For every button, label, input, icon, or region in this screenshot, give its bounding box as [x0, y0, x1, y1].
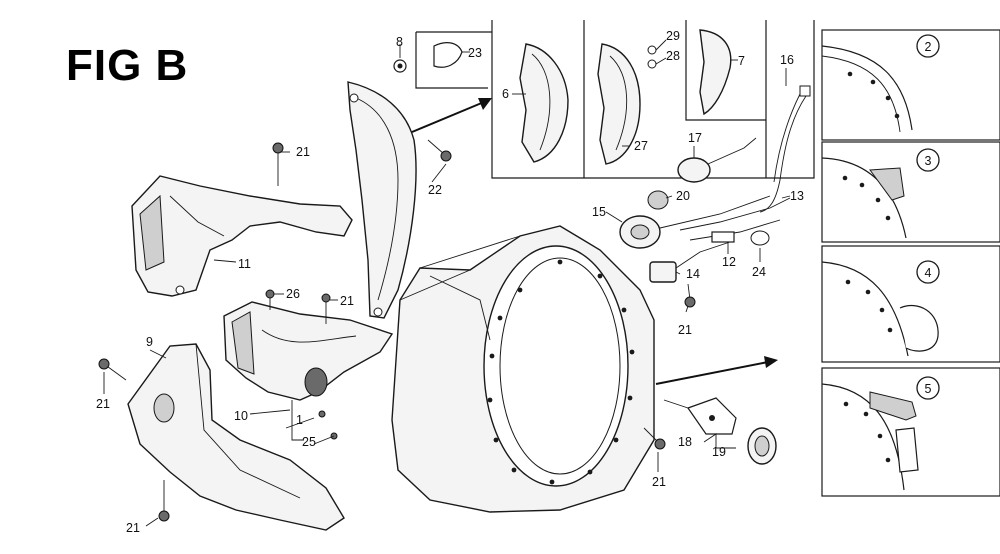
callout-labels: 8 23 6 7 29 28 27 16 17 20 15 13 14 12 2…: [96, 29, 804, 535]
fan-shroud: [391, 225, 655, 513]
callout-29: 29: [666, 29, 680, 43]
inset-part-28-29: [647, 45, 657, 69]
svg-text:2: 2: [925, 40, 932, 54]
cap-19: [747, 427, 777, 465]
cylinder-cover-upper: [131, 175, 353, 297]
bolt-21-left: [98, 358, 127, 381]
bolt-21-electric: [684, 283, 696, 308]
inset-part-23: [433, 42, 463, 68]
callout-20: 20: [676, 189, 690, 203]
screw-25: [318, 410, 338, 440]
inset-part-7: [699, 29, 732, 116]
callout-12: 12: [722, 255, 736, 269]
callout-8: 8: [396, 35, 403, 49]
arrow-to-details: [655, 356, 778, 385]
callout-16: 16: [780, 53, 794, 67]
inset-part-27: [597, 43, 641, 165]
svg-text:3: 3: [925, 154, 932, 168]
callout-17: 17: [688, 131, 702, 145]
detail-panel-5: [821, 367, 1000, 497]
bolt-21-bracket: [321, 293, 331, 324]
wire-harness-16: [759, 85, 811, 213]
detail-number-2: 2: [916, 34, 940, 58]
callout-26: 26: [286, 287, 300, 301]
bolt-21-top: [272, 142, 284, 186]
callout-7: 7: [738, 54, 745, 68]
callout-23: 23: [468, 46, 482, 60]
bolt-26: [265, 289, 275, 310]
callout-18: 18: [678, 435, 692, 449]
callout-6: 6: [502, 87, 509, 101]
figure-title: FIG B: [66, 41, 189, 90]
detail-panel-4: [821, 245, 1000, 363]
callout-21-bottom: 21: [126, 521, 140, 535]
callout-21-bracket: 21: [340, 294, 354, 308]
callout-21-electric: 21: [678, 323, 692, 337]
baffle-bracket: [223, 301, 394, 401]
inset-part-17: [677, 137, 757, 183]
callout-1: 1: [296, 413, 303, 427]
bolt-22: [427, 139, 452, 162]
inset-part-6: [519, 43, 569, 163]
callout-21-shroud: 21: [652, 475, 666, 489]
cylinder-cover-lower: [127, 343, 345, 531]
callout-9: 9: [146, 335, 153, 349]
bolt-21-shroud: [643, 427, 666, 450]
callout-14: 14: [686, 267, 700, 281]
callout-22: 22: [428, 183, 442, 197]
detail-number-3: 3: [916, 148, 940, 172]
callout-21-left: 21: [96, 397, 110, 411]
grommet-20: [647, 190, 669, 210]
callout-28: 28: [666, 49, 680, 63]
callout-11: 11: [238, 257, 251, 271]
callout-24: 24: [752, 265, 766, 279]
callout-15: 15: [592, 205, 606, 219]
inset-frame: [415, 20, 815, 179]
connector-12: [711, 231, 735, 243]
callout-10: 10: [234, 409, 248, 423]
svg-text:4: 4: [925, 266, 932, 280]
svg-text:5: 5: [925, 382, 932, 396]
curved-side-cover: [347, 81, 417, 319]
detail-panel-3: [821, 141, 1000, 243]
callout-leaders: [103, 39, 791, 527]
detail-number-5: 5: [916, 376, 940, 400]
callout-19: 19: [712, 445, 726, 459]
sensor-18: [663, 397, 737, 435]
bolt-21-bottom: [158, 480, 170, 522]
switch-15: [619, 195, 771, 249]
detail-panel-2: [821, 29, 1000, 141]
clip-24: [750, 230, 770, 246]
harness-13: [679, 197, 791, 241]
arrow-to-inset: [411, 98, 492, 133]
callout-25: 25: [302, 435, 316, 449]
detail-number-4: 4: [916, 260, 940, 284]
inset-part-8: [393, 59, 407, 73]
callout-13: 13: [790, 189, 804, 203]
callout-27: 27: [634, 139, 648, 153]
callout-21-top: 21: [296, 145, 310, 159]
